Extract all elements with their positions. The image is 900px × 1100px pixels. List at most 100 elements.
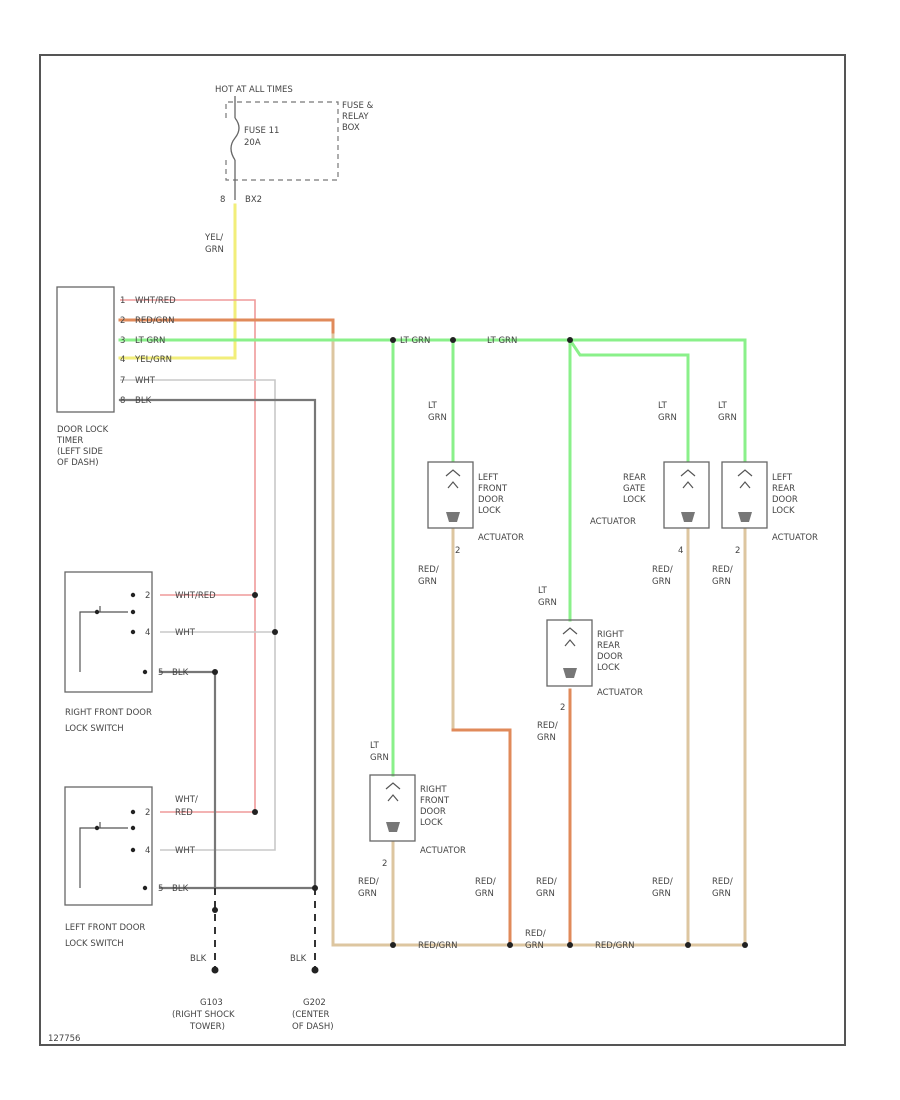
actuator-out-wire-2: GRN [537, 733, 556, 743]
right-rear-door-lock-actuator: LT GRN RIGHT REAR DOOR LOCK ACTUATOR 2 R… [537, 586, 643, 743]
switch-pin-wire: WHT/RED [175, 591, 216, 601]
actuator-terminal-icon [738, 512, 752, 522]
timer-pin-7: 7 WHT [120, 376, 156, 386]
left-front-door-lock-actuator: LT GRN LEFT FRONT DOOR LOCK ACTUATOR 2 R… [418, 401, 524, 587]
switch-contact-icon [79, 822, 128, 888]
bus-label-lt-grn-2: LT GRN [487, 336, 517, 346]
motor-symbol-icon [562, 627, 578, 647]
wire-yel-grn [118, 203, 237, 360]
switch-label: LOCK SWITCH [65, 939, 124, 949]
wire-label: RED/ [475, 877, 496, 887]
switch-label: RIGHT FRONT DOOR [65, 708, 152, 718]
ground-wire-color: BLK [190, 954, 207, 964]
wire-label: RED/ [652, 877, 673, 887]
timer-pin-num: 2 [120, 316, 125, 326]
ground-label: G202 [303, 998, 326, 1008]
switch-label: LOCK SWITCH [65, 724, 124, 734]
switch-pin-num: 4 [145, 846, 150, 856]
actuator-label: ACTUATOR [772, 533, 818, 543]
wire-label: GRN [475, 889, 494, 899]
actuator-out-wire-2: GRN [712, 577, 731, 587]
wire-label: GRN [712, 889, 731, 899]
actuator-label: LEFT [772, 473, 793, 483]
timer-pin-num: 3 [120, 336, 125, 346]
actuator-label: RIGHT [597, 630, 624, 640]
switch-pin-num: 2 [145, 808, 150, 818]
fuse-box-label-3: BOX [342, 123, 360, 133]
fuse-box-label-1: FUSE & [342, 101, 374, 111]
timer-pin-wire: WHT/RED [135, 296, 176, 306]
actuator-label: ACTUATOR [478, 533, 524, 543]
power-section: HOT AT ALL TIMES FUSE 11 20A FUSE & RELA… [204, 85, 374, 255]
timer-pin-1: 1 WHT/RED [120, 296, 176, 306]
timer-pin-wire: WHT [135, 376, 156, 386]
connector-pin: 8 [220, 195, 225, 205]
actuator-label: ACTUATOR [420, 846, 466, 856]
bottom-wire-labels: RED/ GRN RED/ GRN RED/ GRN RED/ GRN RED/… [418, 877, 733, 951]
right-front-door-lock-actuator: LT GRN RIGHT FRONT DOOR LOCK ACTUATOR 2 … [358, 741, 466, 899]
actuator-in-wire-1: LT [658, 401, 668, 411]
wire-label: RED/GRN [418, 941, 458, 951]
right-front-door-lock-switch: 2 WHT/RED 4 WHT 5 BLK RIGHT FRONT DOOR L… [64, 571, 216, 734]
fuse-rating-1: FUSE 11 [244, 126, 279, 136]
actuator-label: DOOR [420, 807, 446, 817]
switch-box [64, 786, 153, 906]
actuator-box [721, 461, 768, 529]
actuator-terminal-icon [681, 512, 695, 522]
switch-pin-num: 5 [158, 668, 163, 678]
wire-label: RED/ [536, 877, 557, 887]
actuator-out-wire-1: RED/ [652, 565, 673, 575]
actuator-out-wire-2: GRN [652, 577, 671, 587]
actuator-box [369, 774, 416, 842]
timer-pin-wire: LT GRN [135, 336, 165, 346]
actuator-pin: 4 [678, 546, 683, 556]
actuator-in-wire-1: LT [718, 401, 728, 411]
actuator-label: REAR [623, 473, 646, 483]
actuator-box [546, 619, 593, 687]
fuse-relay-box-outline [225, 101, 339, 181]
timer-pin-num: 1 [120, 296, 125, 306]
actuator-label: REAR [772, 484, 795, 494]
actuator-in-wire-2: GRN [658, 413, 677, 423]
timer-pin-num: 7 [120, 376, 125, 386]
actuator-label: REAR [597, 641, 620, 651]
switch-box [64, 571, 153, 693]
timer-pin-wire: BLK [135, 396, 152, 406]
footer-code: 127756 [48, 1034, 80, 1044]
ground-label: OF DASH) [292, 1022, 334, 1032]
ground-label: (CENTER [292, 1010, 330, 1020]
switch-pin-wire: BLK [172, 884, 189, 894]
ground-label: TOWER) [189, 1022, 225, 1032]
timer-pin-num: 8 [120, 396, 125, 406]
diagram-frame [39, 54, 846, 1046]
actuator-box [663, 461, 710, 529]
bus-label-lt-grn-1: LT GRN [400, 336, 430, 346]
actuator-box [427, 461, 474, 529]
actuator-label: LOCK [623, 495, 646, 505]
actuator-out-wire-1: RED/ [418, 565, 439, 575]
actuator-out-wire-2: GRN [418, 577, 437, 587]
actuator-in-wire-1: LT [538, 586, 548, 596]
actuator-out-wire-1: RED/ [537, 721, 558, 731]
wire-label: GRN [536, 889, 555, 899]
actuator-label: ACTUATOR [597, 688, 643, 698]
switch-pin-wire: WHT [175, 628, 196, 638]
timer-pin-8: 8 BLK [120, 396, 152, 406]
ground-label: G103 [200, 998, 223, 1008]
wire-lt-grn-bus [118, 338, 747, 462]
switch-pin-num: 2 [145, 591, 150, 601]
ground-point-icon [211, 966, 219, 974]
actuator-label: DOOR [772, 495, 798, 505]
wire-label: RED/GRN [595, 941, 635, 951]
feed-wire-color-2: GRN [205, 245, 224, 255]
actuator-in-wire-2: GRN [718, 413, 737, 423]
actuator-terminal-icon [386, 822, 400, 832]
fuse-rating-2: 20A [244, 138, 261, 148]
actuator-out-wire-1: RED/ [712, 565, 733, 575]
switch-pin-wire: WHT/ [175, 795, 198, 805]
switch-pin-wire: WHT [175, 846, 196, 856]
power-title: HOT AT ALL TIMES [215, 85, 293, 95]
actuator-in-wire-1: LT [428, 401, 438, 411]
actuator-label: GATE [623, 484, 645, 494]
timer-label-1: DOOR LOCK [57, 425, 109, 435]
